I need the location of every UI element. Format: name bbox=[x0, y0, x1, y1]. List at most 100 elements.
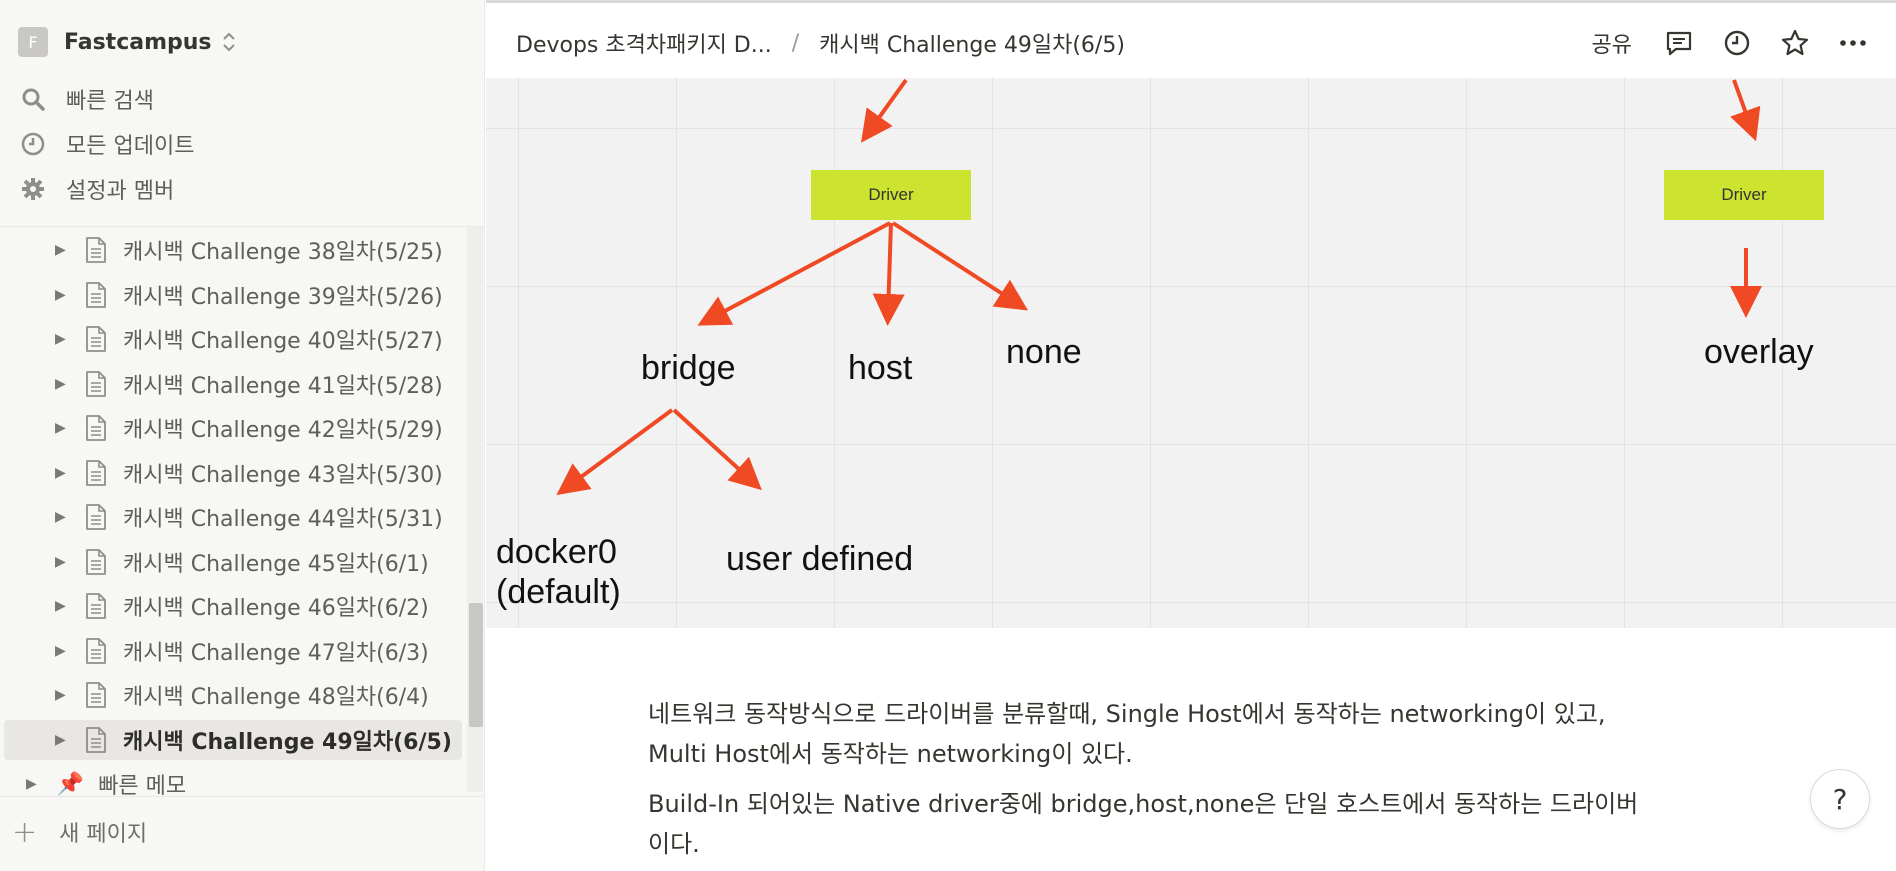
arrow-bridge-to-docker0 bbox=[556, 408, 674, 496]
sidebar-item-quick-memo[interactable]: ▶ 📌 빠른 메모 bbox=[0, 766, 462, 802]
sidebar-page-label: 캐시백 Challenge 49일차(6/5) bbox=[123, 729, 452, 755]
network-driver-diagram: Driver Driver bridge host none overlay d… bbox=[486, 78, 1896, 628]
sidebar-scrollbar-thumb[interactable] bbox=[469, 603, 483, 727]
paragraph-line: 네트워크 동작방식으로 드라이버를 분류할때, Single Host에서 동작… bbox=[648, 700, 1606, 728]
expand-triangle-icon[interactable]: ▶ bbox=[55, 642, 66, 659]
clock-icon bbox=[21, 132, 45, 156]
help-button[interactable]: ? bbox=[1810, 769, 1870, 829]
page-document-icon bbox=[86, 459, 106, 486]
sidebar-page-item[interactable]: ▶ 캐시백 Challenge 42일차(5/29) bbox=[0, 408, 462, 448]
topbar: Devops 초격차패키지 D... / 캐시백 Challenge 49일차(… bbox=[486, 0, 1896, 78]
sidebar-page-item[interactable]: ▶ 캐시백 Challenge 43일차(5/30) bbox=[0, 453, 462, 493]
expand-triangle-icon[interactable]: ▶ bbox=[55, 286, 66, 303]
sidebar-page-label: 캐시백 Challenge 38일차(5/25) bbox=[123, 240, 443, 265]
paragraph-line: Build-In 되어있는 Native driver중에 bridge,hos… bbox=[648, 790, 1639, 818]
sidebar-page-label: 캐시백 Challenge 48일차(6/4) bbox=[123, 685, 429, 710]
paragraph-1[interactable]: 네트워크 동작방식으로 드라이버를 분류할때, Single Host에서 동작… bbox=[648, 694, 1738, 774]
pushpin-icon: 📌 bbox=[56, 771, 85, 797]
expand-triangle-icon[interactable]: ▶ bbox=[55, 598, 66, 614]
expand-triangle-icon[interactable]: ▶ bbox=[55, 687, 66, 703]
arrow-to-right-driver bbox=[1730, 79, 1761, 142]
expand-triangle-icon[interactable]: ▶ bbox=[55, 375, 66, 392]
expand-triangle-icon[interactable]: ▶ bbox=[55, 509, 66, 525]
arrow-to-left-driver bbox=[861, 78, 908, 143]
sidebar-page-item[interactable]: ▶ 캐시백 Challenge 41일차(5/28) bbox=[0, 364, 462, 404]
sidebar-divider bbox=[0, 226, 485, 227]
sidebar-page-label: 캐시백 Challenge 44일차(5/31) bbox=[123, 507, 443, 532]
search-icon bbox=[22, 88, 45, 111]
expand-triangle-icon[interactable]: ▶ bbox=[55, 553, 66, 570]
page-document-icon bbox=[86, 637, 106, 664]
expand-triangle-icon[interactable]: ▶ bbox=[26, 776, 37, 792]
expand-triangle-icon[interactable]: ▶ bbox=[55, 420, 66, 436]
paragraph-2[interactable]: Build-In 되어있는 Native driver중에 bridge,hos… bbox=[648, 784, 1738, 864]
sidebar-page-label: 캐시백 Challenge 39일차(5/26) bbox=[123, 284, 443, 310]
sidebar-page-label: 캐시백 Challenge 47일차(6/3) bbox=[123, 640, 429, 666]
workspace-switcher[interactable]: F Fastcampus bbox=[18, 27, 236, 57]
page-document-icon bbox=[86, 593, 106, 619]
label-docker0: docker0 bbox=[496, 533, 617, 571]
sidebar-page-item[interactable]: ▶ 캐시백 Challenge 39일차(5/26) bbox=[0, 275, 462, 315]
sidebar-page-label: 캐시백 Challenge 43일차(5/30) bbox=[123, 462, 443, 488]
comment-icon[interactable] bbox=[1664, 28, 1694, 58]
nav-settings-members[interactable]: 설정과 멤버 bbox=[20, 171, 174, 207]
sidebar: F Fastcampus 빠른 검색 모든 업데이트 설정과 멤버 ▶캐시백 C… bbox=[0, 0, 485, 871]
paragraph-line: 이다. bbox=[648, 830, 700, 858]
nav-quick-search[interactable]: 빠른 검색 bbox=[20, 81, 154, 117]
arrow-driver-to-bridge bbox=[697, 221, 891, 326]
label-host: host bbox=[848, 349, 913, 387]
sidebar-divider bbox=[0, 796, 485, 797]
page-document-icon bbox=[86, 237, 106, 263]
expand-triangle-icon[interactable]: ▶ bbox=[55, 731, 66, 748]
sidebar-page-item[interactable]: ▶ 캐시백 Challenge 40일차(5/27) bbox=[0, 319, 462, 359]
page-document-icon bbox=[86, 548, 106, 575]
sidebar-page-item[interactable]: ▶ 캐시백 Challenge 44일차(5/31) bbox=[0, 497, 462, 537]
star-icon[interactable] bbox=[1780, 28, 1810, 58]
sidebar-page-item[interactable]: ▶ 캐시백 Challenge 48일차(6/4) bbox=[0, 675, 462, 715]
chevron-updown-icon bbox=[222, 31, 236, 53]
topbar-actions: 공유 bbox=[1592, 21, 1896, 65]
driver-box-multi-host: Driver bbox=[1664, 170, 1824, 220]
label-overlay: overlay bbox=[1704, 333, 1814, 371]
expand-triangle-icon[interactable]: ▶ bbox=[55, 242, 66, 258]
driver-box-single-host: Driver bbox=[811, 170, 971, 220]
sidebar-page-item[interactable]: ▶ 캐시백 Challenge 38일차(5/25) bbox=[0, 230, 462, 270]
sidebar-page-label: 캐시백 Challenge 41일차(5/28) bbox=[123, 373, 443, 399]
nav-all-updates[interactable]: 모든 업데이트 bbox=[20, 126, 194, 162]
sidebar-page-label: 캐시백 Challenge 40일차(5/27) bbox=[123, 329, 443, 354]
sidebar-page-item[interactable]: ▶ 캐시백 Challenge 46일차(6/2) bbox=[0, 586, 462, 626]
page-document-icon bbox=[86, 682, 106, 708]
page-document-icon bbox=[86, 281, 106, 308]
workspace-avatar: F bbox=[18, 27, 48, 57]
breadcrumb: Devops 초격차패키지 D... / 캐시백 Challenge 49일차(… bbox=[516, 27, 1125, 59]
expand-triangle-icon[interactable]: ▶ bbox=[55, 464, 66, 481]
arrow-bridge-to-userdefined bbox=[672, 408, 762, 491]
sidebar-page-label: 캐시백 Challenge 46일차(6/2) bbox=[123, 596, 429, 621]
nav-label: 모든 업데이트 bbox=[66, 134, 195, 159]
history-clock-icon[interactable] bbox=[1722, 28, 1752, 58]
arrow-driver-to-host bbox=[872, 222, 905, 326]
breadcrumb-current[interactable]: 캐시백 Challenge 49일차(6/5) bbox=[819, 33, 1125, 58]
label-bridge: bridge bbox=[641, 349, 736, 387]
workspace-name: Fastcampus bbox=[64, 29, 212, 55]
page-document-icon bbox=[86, 326, 106, 352]
expand-triangle-icon[interactable]: ▶ bbox=[55, 331, 66, 347]
page-document-icon bbox=[86, 370, 106, 397]
more-options-icon[interactable] bbox=[1838, 28, 1868, 58]
page-document-icon bbox=[86, 504, 106, 530]
breadcrumb-parent[interactable]: Devops 초격차패키지 D... bbox=[516, 33, 772, 58]
diagram-arrows bbox=[556, 78, 1762, 496]
sidebar-page-label: 캐시백 Challenge 42일차(5/29) bbox=[123, 418, 443, 443]
arrow-driver-to-none bbox=[891, 221, 1029, 311]
sidebar-page-item[interactable]: ▶캐시백 Challenge 45일차(6/1) bbox=[0, 542, 462, 582]
new-page-label: 새 페이지 bbox=[59, 822, 148, 847]
gear-icon bbox=[22, 178, 44, 200]
label-none: none bbox=[1006, 333, 1082, 371]
label-docker0-default: (default) bbox=[496, 573, 621, 611]
sidebar-page-item[interactable]: ▶ 캐시백 Challenge 47일차(6/3) bbox=[0, 631, 462, 671]
share-button[interactable]: 공유 bbox=[1591, 33, 1632, 58]
page-document-icon bbox=[86, 415, 106, 441]
new-page-button[interactable]: + 새 페이지 bbox=[12, 814, 147, 850]
sidebar-page-item[interactable]: ▶ 캐시백 Challenge 49일차(6/5) bbox=[4, 719, 462, 760]
